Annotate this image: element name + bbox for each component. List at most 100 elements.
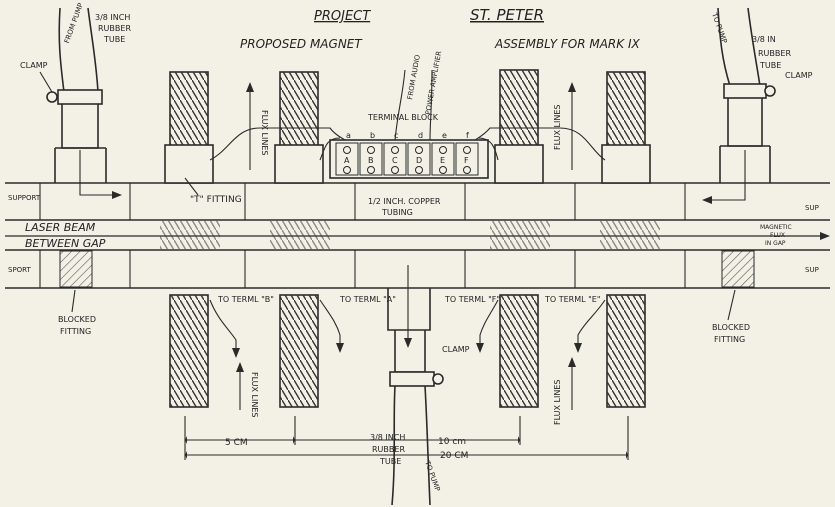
support-left-top: SUPPORT [8,194,41,202]
blocked-right-a: BLOCKED [712,323,750,332]
bottom-clamp-icon [389,371,435,387]
terminal-letter: f [466,131,469,140]
blocked-left-a: BLOCKED [58,315,96,324]
to-pump-right-label: TO PUMP [710,11,729,44]
terminal-cell [407,142,431,176]
terminal-letter: a [346,131,351,140]
left-clamp-icon [57,89,103,105]
rubber-right-a: RUBBER [758,49,791,58]
terminal-screw-icon [343,146,351,154]
left-inlet-tube [46,7,122,199]
terminal-cap-label: C [392,156,398,165]
copper-label-a: 1/2 INCH. COPPER [368,197,441,206]
support-right-top: SUP [805,204,819,212]
lower-coil-2 [279,294,319,408]
flux-lines-label-ll: FLUX LINES [250,372,259,417]
dim-20cm-label: 20 CM [440,451,468,461]
title-assembly: ASSEMBLY FOR MARK IX [494,37,640,51]
terminal-cell [359,142,383,176]
from-audio-label: FROM AUDIO [406,54,422,101]
to-term-b-label: TO TERML "B" [217,295,274,304]
terminal-screw-icon [343,166,351,174]
laser-arrow-icon [820,232,830,240]
clamp-right-label: CLAMP [785,71,813,80]
terminal-cap-label: A [344,156,350,165]
title-project: PROJECT [314,9,371,24]
lower-coil-3 [499,294,539,408]
flux-lines-label-lr: FLUX LINES [553,380,562,425]
gap-coil-windings [160,221,660,249]
terminal-screw-icon [439,166,447,174]
terminal-screw-icon [415,146,423,154]
dimension-lines [184,416,629,460]
upper-pipe [5,182,830,221]
blocked-fitting-right-hatch [721,250,755,288]
support-left-bottom: SPORT [8,266,32,274]
terminal-cap-label: E [440,156,445,165]
to-term-f-label: TO TERML "F" [444,295,500,304]
lower-coil-1 [169,294,209,408]
wire-term-e [577,299,606,345]
wire-term-b [209,299,237,350]
lower-coil-4 [606,294,646,408]
blocked-fitting-left-hatch [59,250,93,288]
rubber-right-size: 3/8 IN [752,35,776,44]
terminal-letter: d [418,131,423,140]
terminal-screw-icon [367,166,375,174]
rubber-left-size: 3/8 INCH [95,13,130,22]
terminal-screw-icon [463,166,471,174]
rubber-right-b: TUBE [759,61,781,70]
terminal-letter: c [394,131,398,140]
t-fitting-label: "T" FITTING [190,195,242,205]
coil-base-4 [601,144,651,184]
flux-label: FLUX [770,232,785,239]
terminal-block-label: TERMINAL BLOCK [367,113,439,122]
wire-term-a [319,299,341,345]
rubber-bottom-a: RUBBER [372,445,405,454]
wire-coil4 [474,127,606,161]
terminal-cell [383,142,407,176]
to-term-e-label: TO TERML "E" [544,295,601,304]
bottom-tube [387,265,444,506]
copper-label-b: TUBING [381,208,413,217]
coil-base-1 [164,144,214,184]
terminal-screw-icon [463,146,471,154]
to-pump-bottom-label: TO PUMP [423,459,442,492]
clamp-left-label: CLAMP [20,61,48,70]
rubber-left-a: RUBBER [98,24,131,33]
terminal-cell [335,142,359,176]
to-term-a-label: TO TERML "A" [339,295,396,304]
terminal-screw-icon [439,146,447,154]
terminal-cap-label: B [368,156,374,165]
right-outlet-tube [702,7,776,204]
dim-5cm-label: 5 CM [225,438,248,448]
terminal-letter: b [370,131,375,140]
title-name: ST. PETER [470,6,544,24]
rubber-bottom-size: 3/8 INCH [370,433,405,442]
lower-pipe [5,249,830,289]
right-clamp-icon [723,83,767,99]
coil-base-2 [274,144,324,184]
flux-lines-label-ur: FLUX LINES [553,105,562,150]
flux-lines-label-ul: FLUX LINES [260,110,269,155]
terminal-screw-icon [391,146,399,154]
laser-beam-label: LASER BEAM [25,221,96,234]
terminal-letter: e [442,131,447,140]
terminal-cap-label: D [416,156,422,165]
wire-coil3 [477,137,499,161]
wire-coil1 [209,127,346,161]
blocked-right-b: FITTING [714,335,745,344]
dim-10cm-label: 10 cm [438,437,466,447]
blocked-left-b: FITTING [60,327,91,336]
terminal-screw-icon [367,146,375,154]
title-proposed: PROPOSED MAGNET [240,37,363,51]
support-right-bottom: SUP [805,266,819,274]
terminal-screw-icon [391,166,399,174]
wire-coil2 [319,137,341,161]
terminal-screw-icon [415,166,423,174]
power-amp-label: POWER AMPLIFIER [424,50,443,115]
between-gap-label: BETWEEN GAP [25,237,106,250]
from-pump-left-label: FROM PUMP [63,2,85,44]
